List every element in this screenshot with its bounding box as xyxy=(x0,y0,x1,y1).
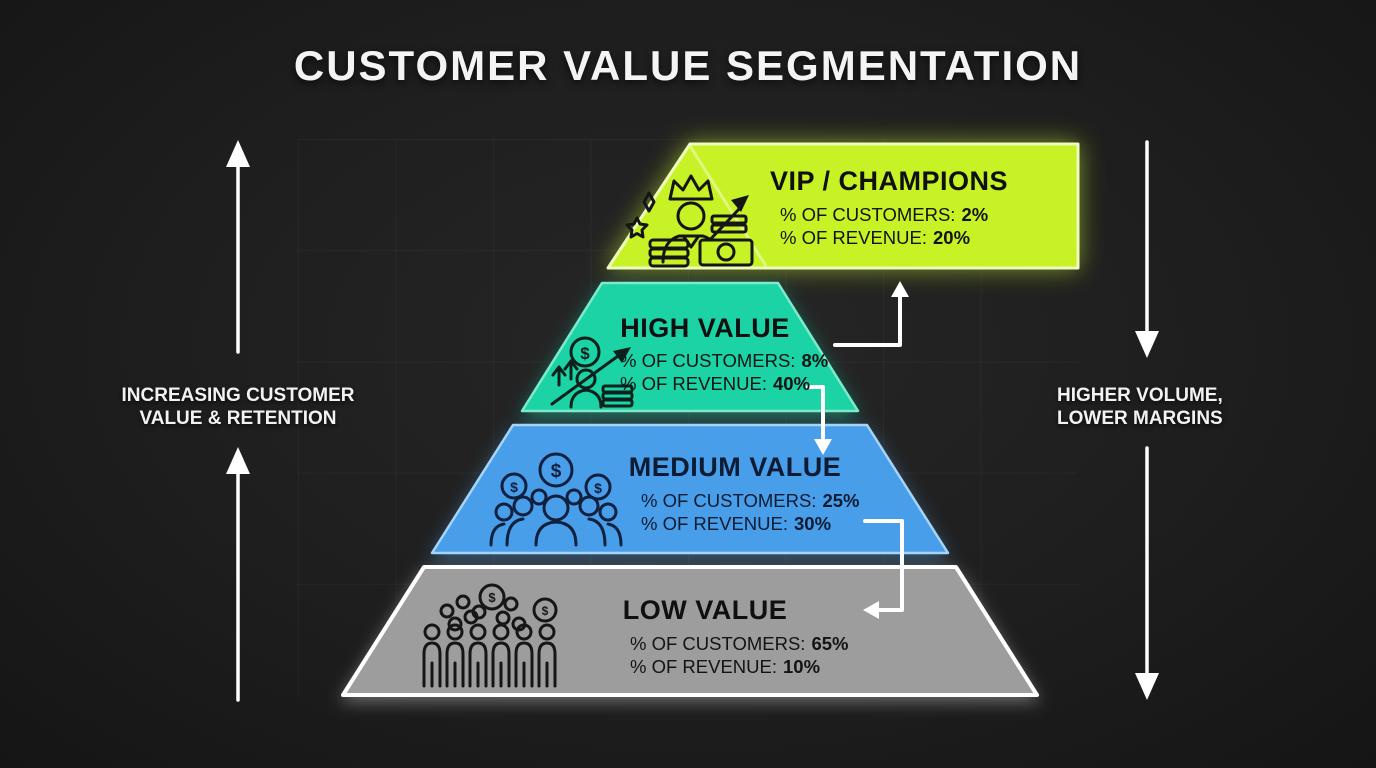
tier-high-revenue: % OF REVENUE:40% xyxy=(620,373,811,394)
growth-customer-icon: $ xyxy=(550,336,634,409)
tier-high-stats: % OF CUSTOMERS:8% % OF REVENUE:40% xyxy=(620,349,828,395)
tier-low-customers: % OF CUSTOMERS:65% xyxy=(630,633,849,654)
customer-crowd-icon: $ $ xyxy=(422,583,558,688)
crowd-figures xyxy=(422,623,557,688)
connector-high-to-vip xyxy=(833,281,909,347)
svg-text:$: $ xyxy=(551,461,562,482)
connector-high-to-medium xyxy=(806,385,832,455)
tier-vip-name: VIP / CHAMPIONS xyxy=(769,166,1009,196)
right-annotation-label: HIGHER VOLUME, LOWER MARGINS xyxy=(1057,385,1223,429)
tier-low-stats: % OF CUSTOMERS:65% % OF REVENUE:10% xyxy=(630,632,848,678)
left-up-arrow-top xyxy=(226,140,250,354)
svg-text:$: $ xyxy=(580,344,590,363)
tier-high-customers: % OF CUSTOMERS:8% xyxy=(620,350,829,371)
tier-high-shape xyxy=(520,281,860,413)
tier-medium-stats: % OF CUSTOMERS:25% % OF REVENUE:30% xyxy=(641,489,859,535)
vip-crowned-customer-icon xyxy=(625,174,754,268)
customer-group-coins-icon: $ $ $ xyxy=(489,452,623,547)
page-title: CUSTOMER VALUE SEGMENTATION xyxy=(293,42,1083,89)
left-annotation-label: INCREASING CUSTOMER VALUE & RETENTION xyxy=(121,385,355,429)
svg-text:$: $ xyxy=(542,604,549,618)
tier-medium-customers: % OF CUSTOMERS:25% xyxy=(641,490,860,511)
tier-vip-stats: % OF CUSTOMERS:2% % OF REVENUE:20% xyxy=(780,203,988,249)
tier-vip-shape xyxy=(606,142,1080,270)
right-down-arrow-bottom xyxy=(1135,446,1159,700)
right-down-arrow-top xyxy=(1135,140,1159,358)
svg-text:$: $ xyxy=(594,480,602,496)
svg-text:$: $ xyxy=(488,590,496,605)
svg-text:$: $ xyxy=(510,479,518,495)
connector-medium-to-low xyxy=(863,519,904,619)
tier-low-name: LOW VALUE xyxy=(622,595,788,625)
tier-vip-revenue: % OF REVENUE:20% xyxy=(780,227,971,248)
tier-medium-shape xyxy=(430,423,950,555)
left-up-arrow-bottom xyxy=(226,447,250,702)
tier-low-revenue: % OF REVENUE:10% xyxy=(630,656,821,677)
tier-vip-customers: % OF CUSTOMERS:2% xyxy=(780,204,989,225)
tier-medium-revenue: % OF REVENUE:30% xyxy=(641,513,832,534)
tier-medium-name: MEDIUM VALUE xyxy=(628,452,842,482)
tier-high-name: HIGH VALUE xyxy=(620,313,790,343)
